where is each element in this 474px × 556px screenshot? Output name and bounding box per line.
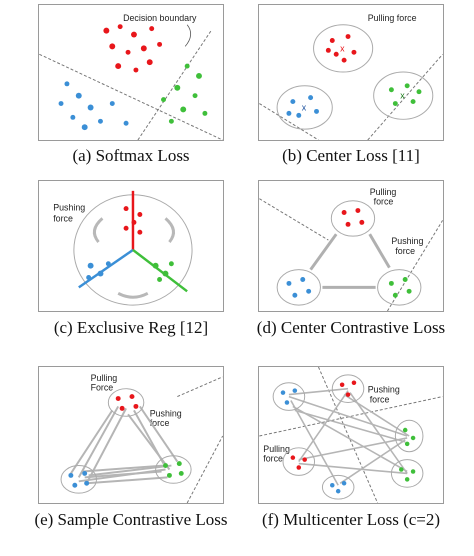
pushing-label: Pushing: [150, 408, 182, 418]
pushing-label: Pushing: [368, 385, 400, 395]
green-cluster: [161, 63, 208, 124]
center-loss-diagram: Pulling force x x x: [259, 13, 443, 140]
caption-c: (c) Exclusive Reg [12]: [53, 318, 209, 337]
softmax-diagram: Decision boundary: [39, 13, 223, 140]
center-contrastive-diagram: Pulling force Pushing force: [259, 187, 443, 311]
caption-d: (d) Center Contrastive Loss: [256, 318, 446, 337]
caption-e: (e) Sample Contrastive Loss: [34, 510, 228, 529]
svg-text:x: x: [400, 91, 405, 101]
multicenter-links: [288, 387, 410, 486]
green-ray: [132, 248, 188, 293]
caption-a: (a) Softmax Loss: [72, 146, 190, 165]
push-arrows: [309, 233, 391, 289]
panel-center-loss: Pulling force x x x: [258, 4, 444, 141]
decision-boundary-label: Decision boundary: [123, 13, 197, 23]
blue-cluster: [58, 81, 129, 131]
pushing-label: Pushing: [391, 236, 423, 246]
caption-b: (b) Center Loss [11]: [282, 146, 420, 165]
pulling-force-label: force: [374, 197, 394, 207]
blue-ray: [78, 248, 134, 289]
push-arrows: [92, 217, 175, 299]
pulling-label: Pulling: [91, 373, 118, 383]
pulling-force-label: Force: [91, 383, 114, 393]
svg-text:x: x: [340, 43, 345, 53]
green-cluster-boundary: [373, 71, 434, 120]
panel-softmax-loss: Decision boundary: [38, 4, 224, 141]
caption-f: (f) Multicenter Loss (c=2): [261, 510, 441, 529]
force-label: force: [53, 213, 73, 223]
pushing-force-label: force: [395, 246, 415, 256]
panel-sample-contrastive-loss: Pulling Force Pushing force: [38, 366, 224, 504]
panel-center-contrastive-loss: Pulling force Pushing force: [258, 180, 444, 312]
exclusive-reg-diagram: Pushing force: [53, 190, 193, 306]
pulling-force-label: Pulling force: [368, 13, 417, 23]
pushing-force-label: force: [370, 394, 390, 404]
panel-multicenter-loss: Pushing force Pulling force: [258, 366, 444, 504]
pulling-label: Pulling: [263, 444, 290, 454]
red-cluster: [103, 24, 163, 73]
boundary-pointer: [184, 24, 192, 47]
pushing-force-label: force: [150, 418, 170, 428]
sample-contrastive-diagram: Pulling Force Pushing force: [60, 373, 223, 503]
panel-exclusive-reg: Pushing force: [38, 180, 224, 312]
boundary-line-2: [137, 29, 213, 140]
svg-text:x: x: [302, 102, 307, 112]
pulling-label: Pulling: [370, 187, 397, 197]
pulling-force-label: force: [263, 454, 283, 464]
blue-cluster-boundary: [276, 85, 333, 130]
boundary-line-1: [39, 53, 223, 140]
multicenter-diagram: Pushing force Pulling force: [259, 367, 443, 503]
red-cluster-boundary: [313, 24, 374, 73]
pushing-label: Pushing: [53, 203, 85, 213]
